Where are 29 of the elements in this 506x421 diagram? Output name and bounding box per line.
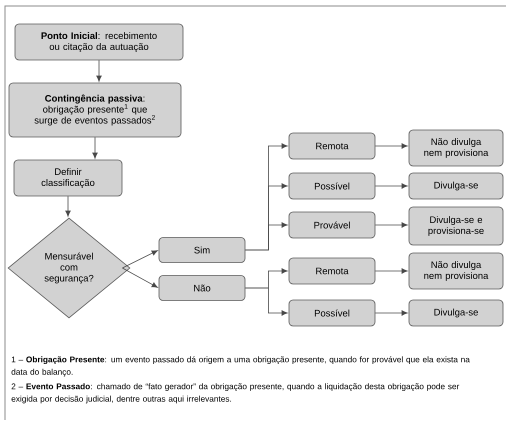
- process-box: Divulga-se: [408, 172, 504, 200]
- arrow: [245, 222, 288, 250]
- process-box: Provável: [288, 212, 376, 238]
- process-box: Não divulga nem provisiona: [408, 130, 504, 166]
- process-box: Possível: [288, 300, 376, 326]
- process-box: Sim: [158, 237, 246, 263]
- process-box: Não divulga nem provisiona: [408, 252, 504, 290]
- arrow: [122, 268, 158, 288]
- process-box: Remota: [288, 258, 376, 284]
- arrow: [96, 60, 102, 82]
- arrow: [92, 137, 98, 159]
- process-box: Divulga-se e provisiona-se: [408, 206, 504, 246]
- process-box: Possível: [288, 172, 376, 200]
- process-box: Definir classificação: [14, 160, 122, 196]
- arrow: [375, 222, 408, 228]
- arrow: [122, 250, 158, 268]
- arrow: [375, 268, 408, 274]
- process-box: Divulga-se: [408, 300, 504, 326]
- arrow: [375, 183, 408, 189]
- process-box: Contingência passiva: obrigação presente$^{1}$ que surge de eventos passados$^{2}$: [8, 82, 182, 138]
- process-box: Remota: [288, 132, 376, 160]
- arrow: [245, 288, 288, 316]
- process-box: Ponto Inicial: recebimento ou citação da autuação: [14, 24, 184, 60]
- process-box: Não: [158, 275, 246, 301]
- footnote: 2 – Evento Passado: chamado de “fato gerador” da obrigação presente, quando a liquidação desta obrigação pode ser exigida por decisão judicial, dentre outras aqui irrelevantes.: [12, 383, 460, 404]
- arrow: [375, 310, 408, 316]
- arrow: [65, 196, 71, 217]
- footnote: 1 – Obrigação Presente: um evento passado dá origem a uma obrigação presente, quando for provável que ela exista na data do balanço.: [12, 356, 470, 376]
- arrow: [375, 143, 408, 149]
